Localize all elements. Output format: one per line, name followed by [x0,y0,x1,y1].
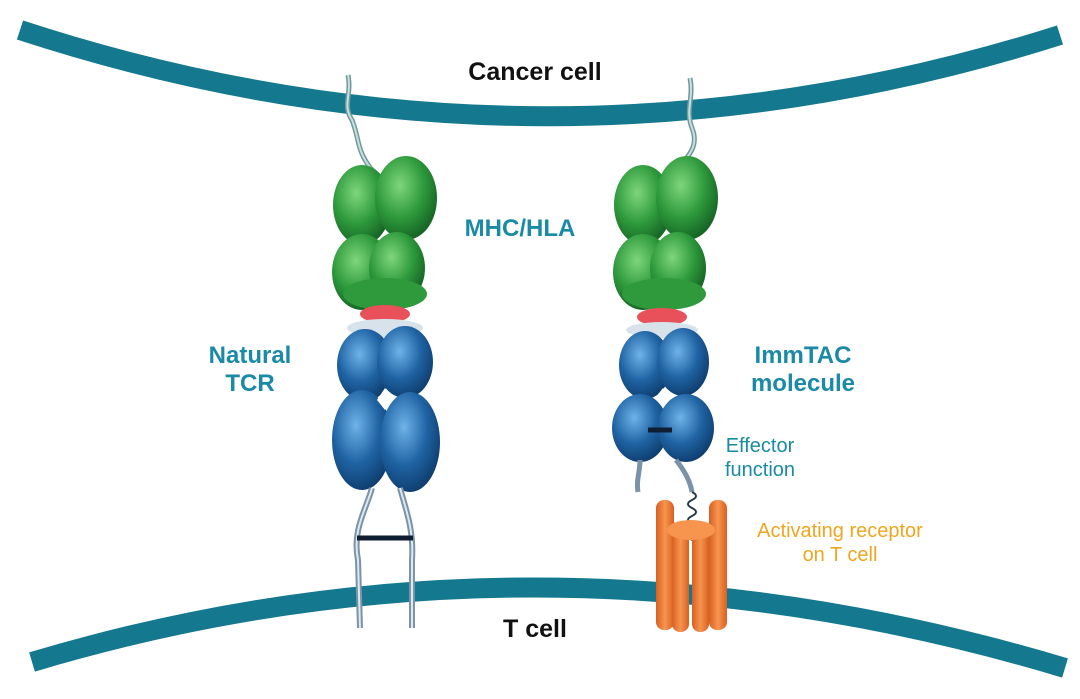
cancer-cell-membrane [16,20,1064,127]
immtac-line2: molecule [750,370,856,398]
immtac-line1: ImmTAC [754,342,852,369]
left-mhc-complex [332,156,437,310]
activating-line2: on T cell [802,543,878,566]
activating-line1: Activating receptor [757,520,923,542]
effector-function-label: Effector function [700,435,820,482]
t-cell-label: T cell [503,615,567,643]
mhc-hla-label: MHC/HLA [464,215,576,242]
immtac-label: ImmTAC molecule [728,342,878,399]
natural-tcr-line1: Natural [208,342,292,369]
left-tcr-stalks [353,487,416,629]
effector-line2: function [724,458,796,481]
t-cell-membrane [29,577,1068,678]
immtac-molecule [612,322,714,462]
activating-receptor [656,500,727,632]
right-mhc-complex [613,156,718,310]
immtac-stalks [634,458,695,493]
activating-receptor-label: Activating receptor on T cell [735,520,945,567]
natural-tcr-label: Natural TCR [180,342,320,399]
left-peptide [360,305,410,323]
effector-line1: Effector [725,435,795,457]
right-peptide [637,308,687,326]
left-mhc-tether [344,74,374,172]
left-natural-tcr [332,319,440,492]
natural-tcr-line2: TCR [225,370,275,398]
cancer-cell-label: Cancer cell [468,58,602,86]
